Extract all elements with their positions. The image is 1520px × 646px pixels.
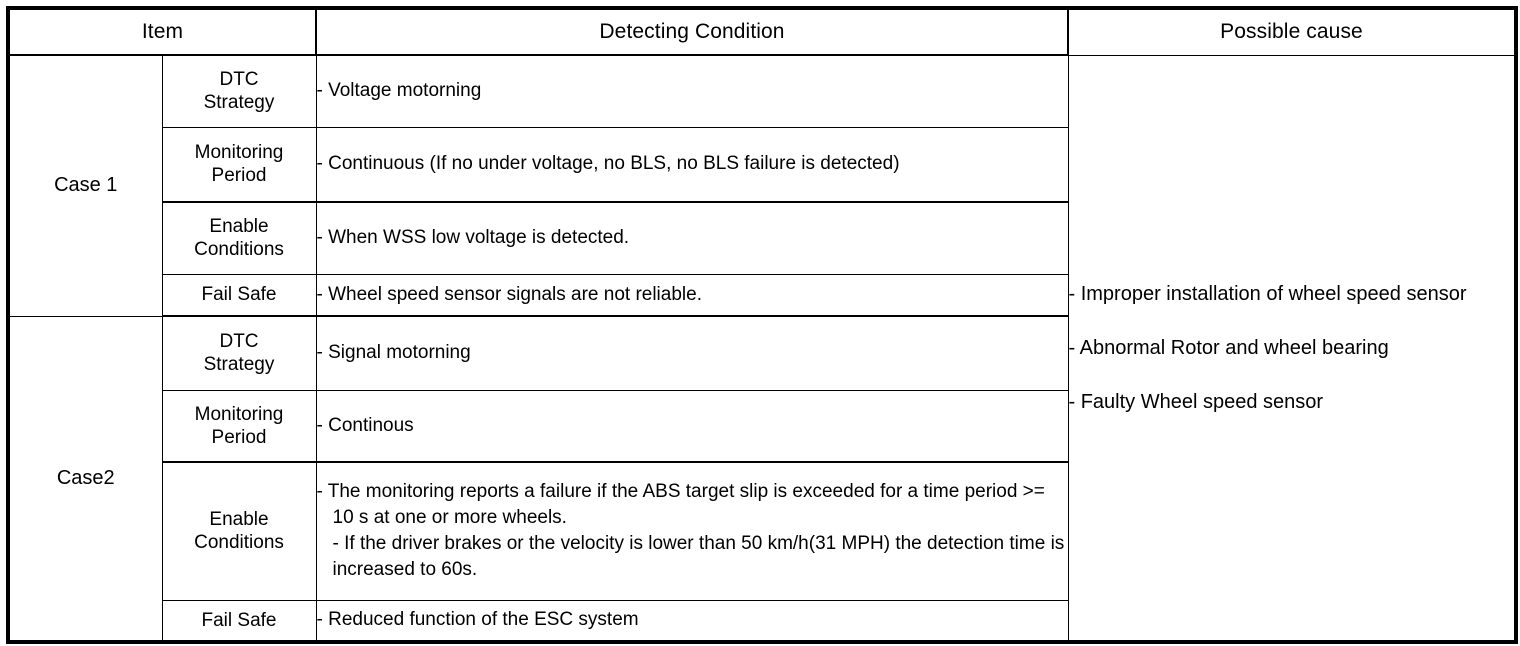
item-label-line1: Monitoring (194, 142, 284, 164)
condition-line: - The monitoring reports a failure if th… (316, 480, 1045, 529)
condition-line: - Reduced function of the ESC system (316, 609, 639, 631)
table-row: Case2 DTC Strategy - Signal motorning (7, 315, 1516, 643)
condition-line: - Continous (316, 414, 414, 436)
item-label-dtc-strategy-case2: DTC Strategy (161, 315, 317, 391)
item-label-line2: Strategy (203, 354, 275, 376)
item-label-line2: Period (211, 426, 267, 448)
condition-monitoring-period-case2: - Continous (315, 389, 1069, 463)
condition-line: - Wheel speed sensor signals are not rel… (316, 283, 702, 305)
item-label-fail-safe-case2: Fail Safe (161, 599, 317, 643)
condition-line: - Voltage motorning (316, 80, 482, 102)
condition-enable-conditions-case1: - When WSS low voltage is detected. (315, 201, 1069, 275)
item-label-line1: DTC (219, 69, 259, 91)
item-label-fail-safe-case1: Fail Safe (161, 273, 317, 317)
condition-fail-safe-case1: - Wheel speed sensor signals are not rel… (315, 273, 1069, 317)
table-row: Case 1 DTC Strategy - Voltage motorning … (7, 54, 1517, 643)
item-label-line1: Fail Safe (201, 284, 277, 306)
case-label-2: Case2 (7, 315, 163, 643)
condition-enable-conditions-case2: - The monitoring reports a failure if th… (315, 461, 1069, 601)
condition-monitoring-period-case1: - Continuous (If no under voltage, no BL… (315, 126, 1069, 203)
cause-item: - Improper installation of wheel speed s… (1068, 282, 1467, 305)
item-label-line1: Enable (209, 509, 269, 531)
condition-dtc-strategy-case2: - Signal motorning (315, 315, 1069, 391)
dtc-diagnostic-table: Item Detecting Condition Possible cause … (6, 6, 1518, 644)
item-label-line1: Fail Safe (201, 609, 277, 631)
possible-cause-cell: - Improper installation of wheel speed s… (1067, 54, 1517, 643)
item-label-line1: Enable (209, 216, 269, 238)
item-label-dtc-strategy-case1: DTC Strategy (161, 54, 317, 128)
table-row: Monitoring Period - Continuous (If no un… (8, 126, 1516, 203)
table-header-row: Item Detecting Condition Possible cause (7, 7, 1517, 56)
condition-line: - Continuous (If no under voltage, no BL… (316, 153, 900, 175)
item-label-line2: Conditions (194, 239, 284, 261)
header-possible-cause: Possible cause (1067, 7, 1517, 56)
item-label-monitoring-period-case1: Monitoring Period (161, 126, 317, 203)
condition-line: - If the driver brakes or the velocity i… (332, 533, 1065, 581)
table-row: Enable Conditions - The monitoring repor… (8, 461, 1516, 601)
cause-item: - Faulty Wheel speed sensor (1068, 390, 1324, 413)
item-label-monitoring-period-case2: Monitoring Period (161, 389, 317, 463)
table-row: Fail Safe - Reduced function of the ESC … (8, 599, 1516, 643)
item-label-line1: Monitoring (194, 403, 284, 425)
condition-dtc-strategy-case1: - Voltage motorning (315, 54, 1069, 128)
condition-line: - When WSS low voltage is detected. (316, 227, 630, 249)
item-label-line2: Conditions (194, 532, 284, 554)
item-label-line2: Strategy (203, 92, 275, 114)
item-label-enable-conditions-case2: Enable Conditions (161, 461, 317, 601)
condition-line: - Signal motorning (316, 342, 471, 364)
case-label-1: Case 1 (7, 54, 163, 317)
table-row: Fail Safe - Wheel speed sensor signals a… (8, 273, 1516, 317)
header-item: Item (7, 7, 317, 56)
item-label-line2: Period (211, 165, 267, 187)
table-row: Enable Conditions - When WSS low voltage… (8, 201, 1516, 275)
table-row: Monitoring Period - Continous (8, 389, 1516, 463)
cause-item: - Abnormal Rotor and wheel bearing (1068, 336, 1389, 359)
item-label-line1: DTC (219, 331, 259, 353)
condition-fail-safe-case2: - Reduced function of the ESC system (315, 599, 1069, 643)
header-detecting-condition: Detecting Condition (315, 7, 1069, 56)
item-label-enable-conditions-case1: Enable Conditions (161, 201, 317, 275)
